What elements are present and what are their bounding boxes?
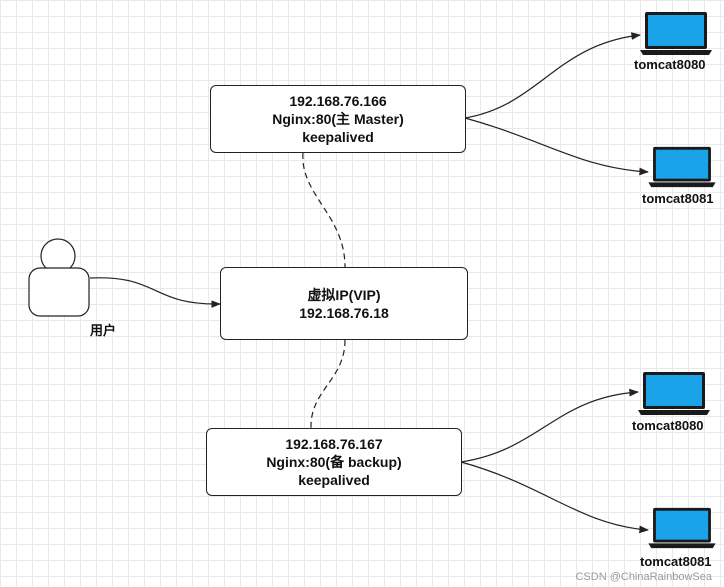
edge-user-vip — [89, 277, 221, 308]
server-label-master-8080: tomcat8080 — [634, 57, 706, 72]
vip-node[interactable]: 虚拟IP(VIP) 192.168.76.18 — [220, 267, 468, 340]
laptop-icon — [648, 146, 716, 188]
user-actor-icon — [28, 238, 90, 317]
master-ha: keepalived — [302, 129, 374, 145]
edge-vip-backup-dashed — [310, 339, 346, 429]
server-label-backup-8080: tomcat8080 — [632, 418, 704, 433]
edge-master-tomcat8080 — [464, 32, 641, 119]
backup-ip: 192.168.76.167 — [285, 436, 383, 452]
master-nginx-node[interactable]: 192.168.76.166 Nginx:80(主 Master) keepal… — [210, 85, 466, 153]
vip-ip: 192.168.76.18 — [299, 304, 389, 321]
server-label-backup-8081: tomcat8081 — [640, 554, 712, 569]
backup-nginx-node[interactable]: 192.168.76.167 Nginx:80(备 backup) keepal… — [206, 428, 462, 496]
backup-service: Nginx:80(备 backup) — [266, 454, 402, 470]
server-label-master-8081: tomcat8081 — [642, 191, 714, 206]
laptop-icon — [638, 372, 710, 415]
edge-backup-tomcat8080 — [460, 388, 639, 463]
vip-title: 虚拟IP(VIP) — [307, 286, 381, 303]
user-label: 用户 — [90, 323, 117, 338]
watermark: CSDN @ChinaRainbowSea — [575, 571, 712, 583]
edge-backup-tomcat8081 — [460, 461, 649, 534]
backup-ha: keepalived — [298, 472, 370, 488]
master-ip: 192.168.76.166 — [289, 93, 387, 109]
laptop-icon — [648, 507, 716, 549]
laptop-icon — [640, 12, 712, 55]
edge-master-vip-dashed — [302, 152, 346, 268]
master-service: Nginx:80(主 Master) — [272, 111, 404, 127]
edge-master-tomcat8081 — [464, 117, 649, 176]
